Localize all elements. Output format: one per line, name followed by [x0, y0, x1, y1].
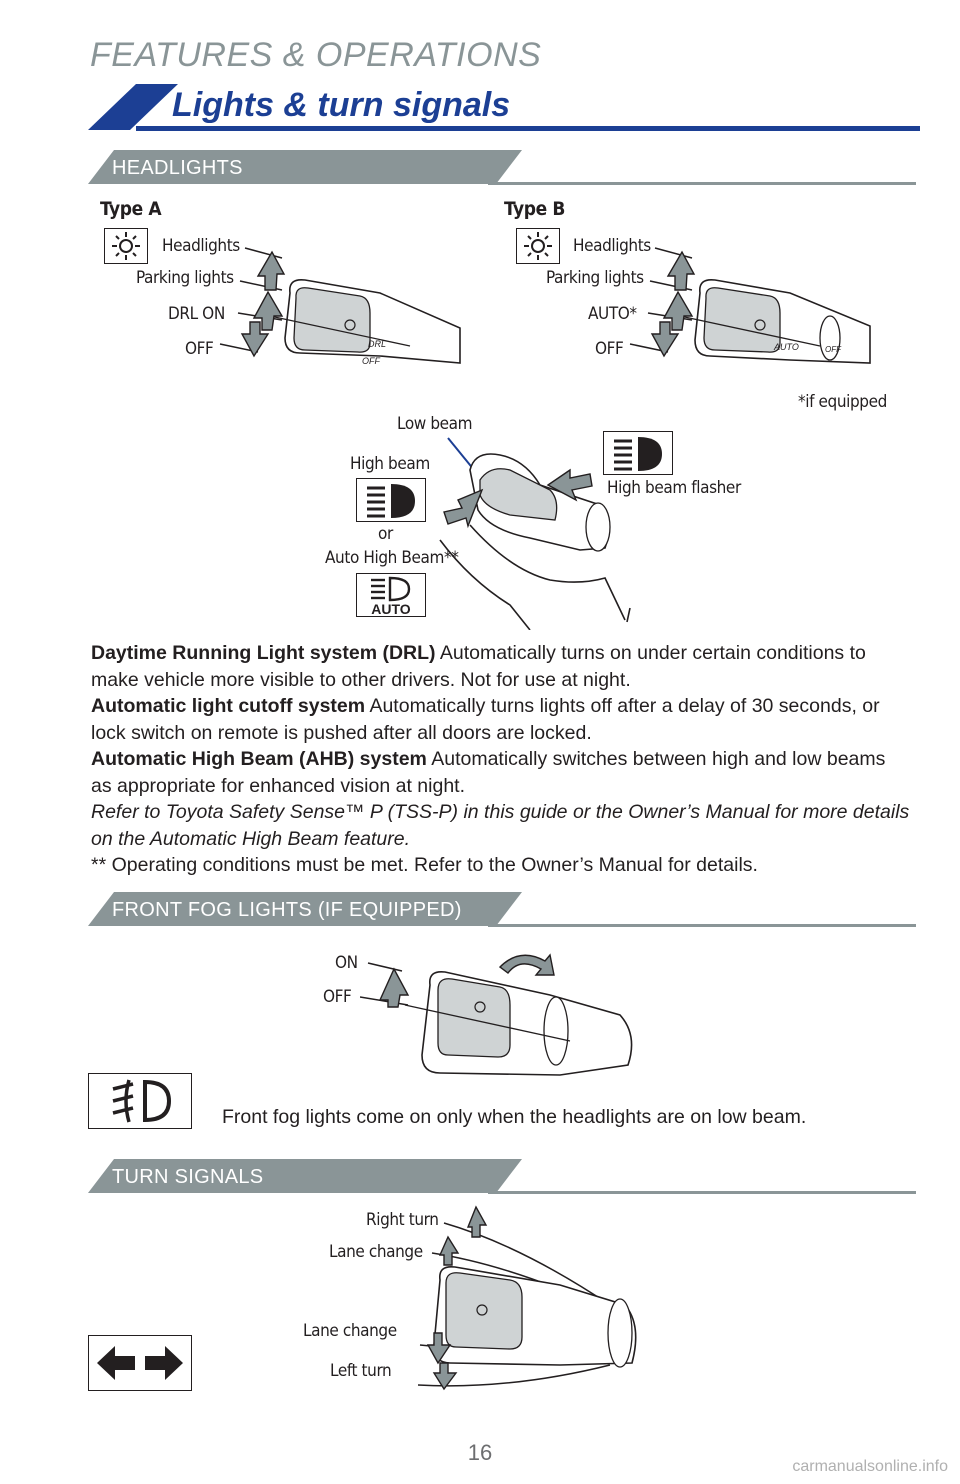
type-a-light-stalk: DRL OFF [219, 247, 461, 366]
type-a-stalk-drl-text: DRL [368, 339, 386, 349]
high-beam-indicator-box [356, 478, 426, 522]
auto-badge-text: AUTO [371, 601, 411, 616]
description-block: Daytime Running Light system (DRL) Autom… [91, 640, 911, 879]
hand-on-stalk-illustration [439, 437, 631, 630]
headlights-up-arrow-icon [666, 250, 696, 291]
high-beam-flasher-label: High beam flasher [607, 478, 741, 498]
lane-change-down-arrow-icon [426, 1332, 452, 1365]
refer-text: Refer to Toyota Safety Sense™ P (TSS-P) … [91, 801, 910, 850]
fog-on-arrow-icon [378, 967, 410, 1008]
type-b-stalk-off-text: OFF [825, 345, 842, 354]
auto-high-beam-icon: AUTO [371, 576, 411, 617]
type-b-auto-label: AUTO* [588, 304, 637, 324]
or-label: or [378, 524, 393, 544]
fog-off-label: OFF [323, 987, 352, 1007]
high-beam-label: High beam [350, 454, 430, 474]
turn-signal-arrows-icon [97, 1346, 183, 1380]
type-b-light-stalk: AUTO OFF [629, 247, 871, 364]
watermark: carmanualsonline.info [792, 1458, 948, 1475]
fog-on-label: ON [335, 953, 358, 973]
headlight-icon [112, 232, 140, 260]
type-b-footnote: *if equipped [798, 392, 887, 412]
lane-change-up-label: Lane change [329, 1242, 423, 1262]
page-title: Lights & turn signals [172, 86, 511, 124]
type-b-headlights-label: Headlights [573, 236, 651, 256]
parking-up-arrow-icon [252, 290, 284, 331]
parking-up-arrow-icon [662, 290, 694, 331]
type-b-stalk-auto-text: AUTO [773, 342, 799, 352]
low-beam-label: Low beam [397, 414, 473, 434]
flasher-pull-arrow-icon [546, 468, 593, 502]
auto-high-beam-indicator-box: AUTO [356, 573, 426, 617]
ahb-text: Automatically switches between high and … [91, 748, 886, 797]
lane-change-up-arrow-icon [438, 1235, 460, 1266]
type-b-parking-label: Parking lights [546, 268, 644, 288]
type-a-parking-label: Parking lights [136, 268, 234, 288]
right-turn-arrow-icon [466, 1205, 488, 1238]
high-beam-flasher-indicator-box [603, 431, 673, 475]
fog-light-stalk [360, 953, 633, 1076]
page-number: 16 [467, 1440, 493, 1465]
front-fog-icon [112, 1079, 172, 1123]
right-turn-label: Right turn [366, 1210, 439, 1230]
type-b-off-label: OFF [595, 339, 624, 359]
section-bar-headlights [88, 150, 916, 185]
type-a-stalk-off-text: OFF [362, 356, 380, 366]
auto-high-beam-label: Auto High Beam** [325, 548, 459, 568]
headlight-indicator-box-b [516, 228, 560, 264]
section-label-fog: FRONT FOG LIGHTS (IF EQUIPPED) [112, 899, 462, 921]
drl-text: Automatically turns on under certain con… [91, 642, 866, 691]
type-a-drl-on-label: DRL ON [168, 304, 225, 324]
ahb-title: Automatic High Beam (AHB) system [91, 748, 427, 770]
type-b-label: Type B [504, 198, 565, 220]
high-beam-push-arrow-icon [443, 488, 484, 529]
off-down-arrow-icon [650, 321, 680, 358]
headlights-up-arrow-icon [256, 250, 286, 291]
cutoff-text: Automatically turns lights off after a d… [91, 695, 880, 744]
turn-signal-stalk [417, 1205, 637, 1391]
rotate-arrow-icon [498, 953, 555, 976]
cutoff-title: Automatic light cutoff system [91, 695, 366, 717]
off-down-arrow-icon [240, 321, 270, 358]
left-turn-arrow-icon [432, 1362, 458, 1391]
drl-title: Daytime Running Light system (DRL) [91, 642, 436, 664]
fog-note: Front fog lights come on only when the h… [222, 1106, 807, 1128]
section-bar-fog [88, 892, 916, 927]
section-label-turn: TURN SIGNALS [112, 1166, 264, 1188]
high-beam-icon [367, 484, 415, 518]
type-a-headlights-label: Headlights [162, 236, 240, 256]
title-bar [88, 84, 920, 131]
section-bar-turn [88, 1159, 916, 1194]
fog-indicator-box [88, 1073, 192, 1129]
high-beam-icon [614, 437, 662, 471]
lane-change-down-label: Lane change [303, 1321, 397, 1341]
type-a-off-label: OFF [185, 339, 214, 359]
footnote-text: ** Operating conditions must be met. Ref… [91, 854, 758, 876]
headlight-icon [524, 232, 552, 260]
left-turn-label: Left turn [330, 1361, 392, 1381]
type-a-label: Type A [100, 198, 162, 220]
section-label-headlights: HEADLIGHTS [112, 157, 243, 179]
turn-indicator-box [88, 1335, 192, 1391]
chapter-title: FEATURES & OPERATIONS [90, 36, 542, 74]
headlight-indicator-box-a [104, 228, 148, 264]
